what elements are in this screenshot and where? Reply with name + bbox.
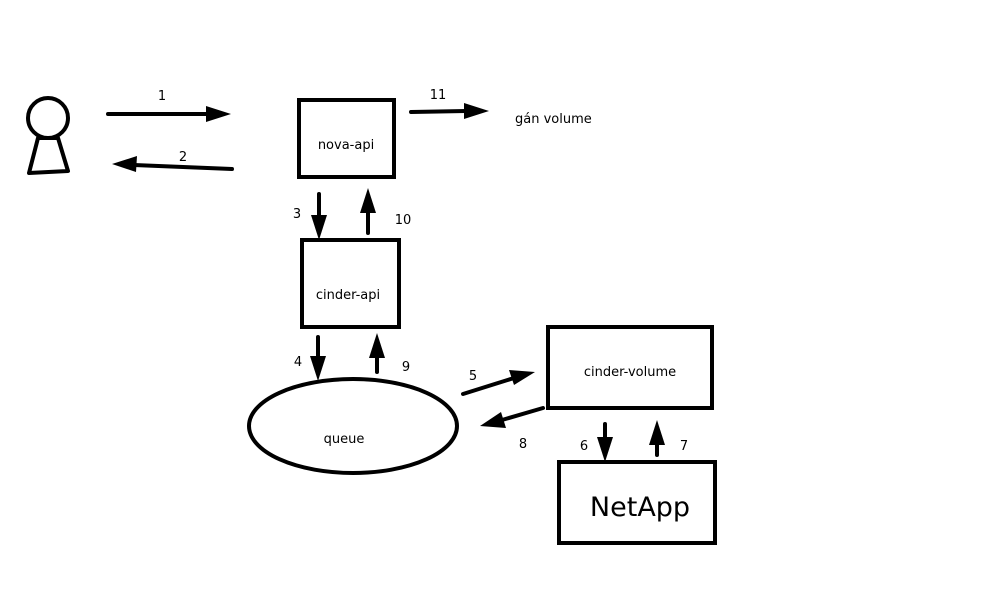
step-label-9: 9	[402, 360, 410, 375]
arrow-step-9	[369, 333, 385, 374]
step-label-10: 10	[395, 213, 412, 228]
arrow-step-11	[409, 103, 489, 119]
step-label-8: 8	[519, 437, 527, 452]
arrow-step-8	[480, 406, 545, 428]
step-label-7: 7	[680, 439, 688, 454]
step-label-2: 2	[179, 150, 187, 165]
arrow-step-4	[310, 335, 326, 381]
result-label: gán volume	[515, 112, 592, 127]
step-label-6: 6	[580, 439, 588, 454]
cinder-api-node: cinder-api	[300, 238, 401, 329]
nova-api-node: nova-api	[297, 98, 396, 179]
step-label-3: 3	[293, 207, 301, 222]
step-label-1: 1	[158, 89, 166, 104]
nova-api-label: nova-api	[318, 138, 374, 153]
arrow-step-2	[112, 156, 234, 172]
netapp-label: NetApp	[590, 492, 690, 523]
cinder-volume-label: cinder-volume	[584, 365, 676, 380]
arrow-step-6	[597, 422, 613, 462]
step-label-5: 5	[469, 369, 477, 384]
arrow-step-7	[649, 420, 665, 457]
cinder-api-label: cinder-api	[316, 288, 380, 303]
step-label-4: 4	[294, 355, 302, 370]
step-label-11: 11	[430, 88, 447, 103]
arrow-step-1	[106, 106, 231, 122]
arrow-step-5	[461, 370, 535, 396]
user-icon	[26, 96, 70, 175]
cinder-volume-node: cinder-volume	[546, 325, 714, 410]
arrow-step-10	[360, 188, 376, 235]
queue-node: queue	[247, 377, 459, 475]
queue-label: queue	[324, 432, 365, 447]
arrow-step-3	[311, 192, 327, 240]
netapp-node: NetApp	[557, 460, 717, 545]
